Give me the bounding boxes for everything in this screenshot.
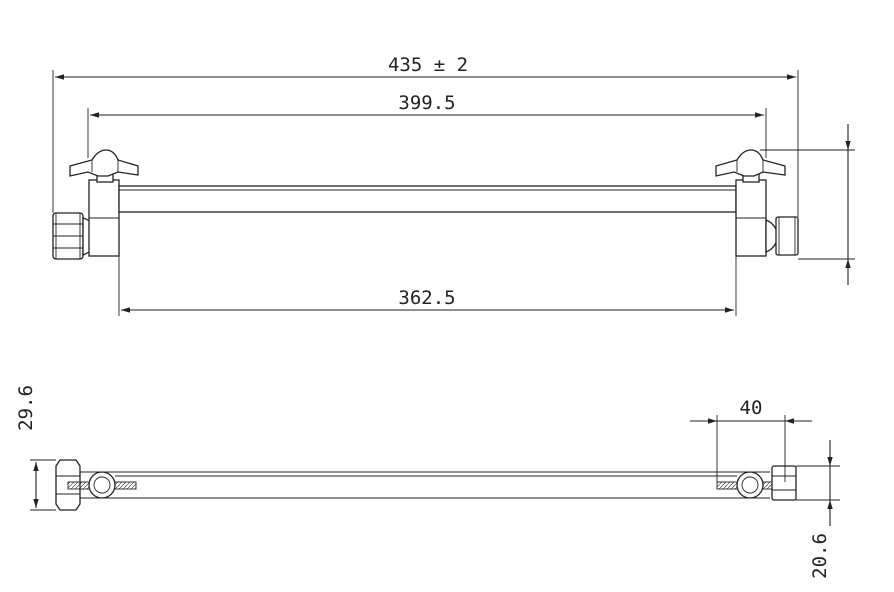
side-arm	[80, 471, 770, 499]
left-nut	[52, 212, 84, 260]
dim-side-offset: 40	[690, 397, 812, 424]
dim-arm-length: 362.5	[121, 287, 734, 313]
side-view: 29.6 40 20.6	[15, 385, 840, 579]
right-nut	[775, 216, 799, 256]
side-left-height-label: 29.6	[15, 385, 37, 431]
side-offset-label: 40	[740, 397, 763, 419]
dim-side-left-height: 29.6	[15, 385, 39, 508]
dim-side-right-height: 20.6	[809, 440, 833, 579]
top-view: 435 ± 2 399.5 362.5	[52, 54, 855, 316]
arm-tube	[118, 185, 737, 213]
dim-overall-length: 435 ± 2	[55, 54, 796, 80]
extension-lines-side	[30, 415, 840, 511]
side-right-ring	[716, 471, 786, 499]
right-valve-body	[735, 179, 779, 257]
side-right-nut	[771, 465, 797, 501]
handle-span-label: 399.5	[398, 92, 455, 114]
arm-length-label: 362.5	[398, 287, 455, 309]
left-cross-handle	[69, 149, 139, 183]
right-cross-handle	[715, 149, 786, 183]
dim-handle-span: 399.5	[90, 92, 764, 118]
overall-length-label: 435 ± 2	[388, 54, 468, 76]
side-right-height-label: 20.6	[809, 533, 831, 579]
left-valve-body	[82, 179, 120, 257]
